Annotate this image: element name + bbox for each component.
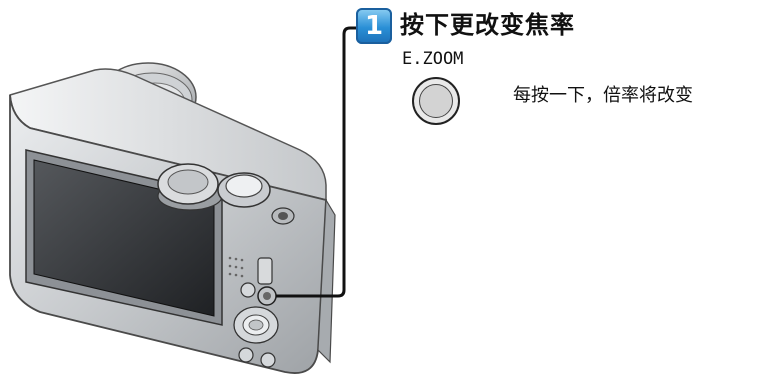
cursor-pad (233, 306, 279, 344)
rear-buttons (238, 282, 276, 368)
shutter-button (217, 172, 271, 208)
mode-dial (157, 163, 223, 211)
ezoom-button-on-camera (257, 286, 277, 306)
ezoom-button-icon (412, 77, 460, 125)
camera-side (317, 198, 336, 364)
ezoom-label: E.ZOOM (402, 49, 464, 69)
leader-line (276, 26, 358, 298)
power-switch (271, 207, 295, 225)
speaker-dots (228, 256, 244, 278)
step-title: 按下更改变焦率 (400, 11, 575, 39)
ezoom-button-inner (419, 84, 453, 118)
ezoom-description: 每按一下，倍率将改变 (513, 85, 693, 106)
step-number-badge: 1 (356, 8, 392, 44)
mode-switch (257, 257, 273, 285)
